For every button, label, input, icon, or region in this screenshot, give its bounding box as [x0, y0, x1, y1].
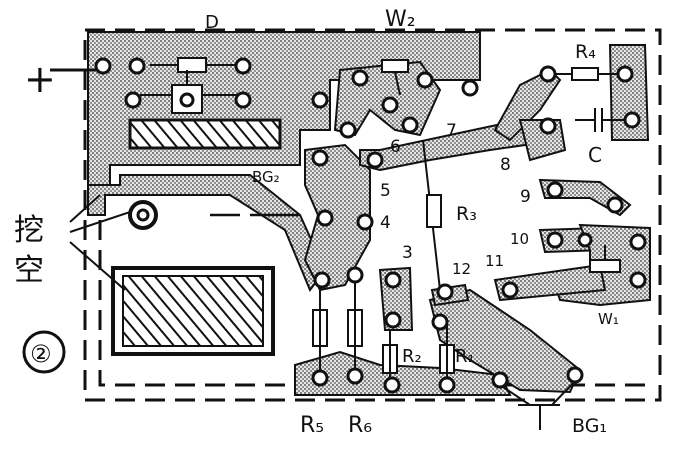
label-plus: +: [24, 57, 56, 101]
label-r2: R₂: [402, 346, 422, 367]
label-kong: 空: [14, 253, 44, 288]
hatched-component-top: [128, 118, 282, 150]
label-w1: W₁: [598, 310, 619, 328]
pin-number-3: 3: [402, 243, 413, 263]
label-r6: R₆: [348, 413, 372, 438]
hatched-cutout: [122, 275, 264, 347]
pin-number-4: 4: [380, 213, 391, 233]
pin-number-10: 10: [510, 230, 529, 248]
label-r4: R₄: [575, 41, 596, 63]
label-c: C: [588, 143, 602, 167]
figure-number-badge: ②: [22, 330, 66, 374]
pin-number-5: 5: [380, 181, 391, 201]
pin-number-12: 12: [452, 260, 471, 278]
pin-number-9: 9: [520, 187, 531, 207]
pin-number-8: 8: [500, 155, 511, 175]
components: [50, 57, 630, 430]
solder-pads: [94, 57, 647, 394]
figure-number: ②: [30, 340, 52, 368]
label-d: D: [205, 12, 219, 33]
label-r5: R₅: [300, 413, 324, 438]
label-wa: 挖: [14, 213, 44, 248]
pin-number-6: 6: [390, 137, 401, 157]
label-bg1: BG₁: [572, 415, 607, 437]
label-w2: W₂: [385, 7, 416, 32]
label-r3: R₃: [456, 203, 477, 225]
pin-number-11: 11: [485, 252, 504, 270]
pin-number-7: 7: [446, 121, 457, 141]
label-r1: R₁: [455, 346, 475, 367]
label-bg2: BG₂: [252, 168, 280, 186]
